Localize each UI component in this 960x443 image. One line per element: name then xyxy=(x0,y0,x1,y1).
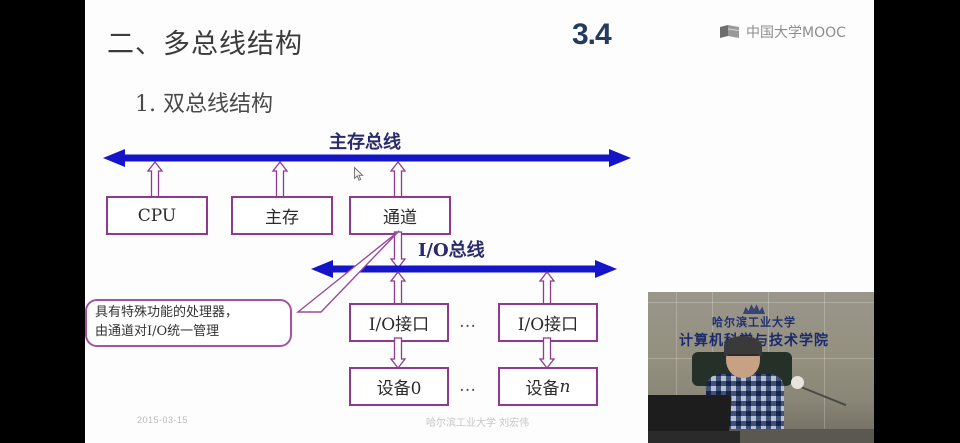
box-device-last-index: n xyxy=(559,376,571,397)
callout-line-2: 由通道对I/O统一管理 xyxy=(95,324,220,339)
callout-line-1: 具有特殊功能的处理器， xyxy=(95,305,239,321)
video-inset[interactable]: 哈尔滨工业大学 计算机科学与技术学院 xyxy=(648,292,874,443)
footer-date: 2015-03-15 xyxy=(137,415,189,425)
wall-grid-line xyxy=(824,292,825,443)
callout-leader xyxy=(203,228,403,314)
main-bus-label: 主存总线 xyxy=(329,132,401,153)
main-bus-arrow xyxy=(103,148,631,168)
box-memory-label: 主存 xyxy=(265,208,299,228)
mooc-logo-text: 中国大学MOOC xyxy=(746,25,846,41)
footer-credit: 哈尔滨工业大学 刘宏伟 xyxy=(426,418,530,429)
laptop-base xyxy=(648,431,740,443)
box-io-interface-2-label: I/O接口 xyxy=(517,315,579,335)
book-icon xyxy=(719,24,741,40)
mooc-logo: 中国大学MOOC xyxy=(719,22,846,42)
ellipsis-io-interfaces: … xyxy=(459,312,478,332)
box-device-last-prefix: 设备 xyxy=(525,379,560,399)
connector-channel-bus xyxy=(389,160,407,199)
connector-iobus-interface-2 xyxy=(538,270,556,306)
section-number: 3.4 xyxy=(572,18,612,51)
glasses-icon xyxy=(728,354,758,363)
video-banner-line-1: 哈尔滨工业大学 xyxy=(712,315,796,330)
microphone-icon xyxy=(791,376,804,389)
box-cpu: CPU xyxy=(106,196,208,235)
box-cpu-label: CPU xyxy=(137,205,177,226)
box-memory: 主存 xyxy=(231,196,333,235)
connector-interface-device-2 xyxy=(538,337,556,370)
connector-cpu-bus xyxy=(146,160,164,199)
page-title: 二、多总线结构 xyxy=(107,29,303,60)
mouse-pointer xyxy=(354,166,364,181)
slide-subtitle: 1. 双总线结构 xyxy=(135,92,273,117)
ellipsis-devices: … xyxy=(459,376,478,396)
io-bus-arrow xyxy=(311,259,617,279)
box-io-interface-2: I/O接口 xyxy=(498,303,598,342)
lecturer-hair xyxy=(724,336,762,356)
slide-canvas: 二、多总线结构 3.4 中国大学MOOC 1. 双总线结构 主存总线 xyxy=(85,0,874,443)
box-channel-label: 通道 xyxy=(383,208,417,228)
connector-memory-bus xyxy=(271,160,289,199)
university-crest xyxy=(743,304,765,314)
connector-interface-device-1 xyxy=(389,337,407,370)
io-bus-label: I/O总线 xyxy=(418,240,485,261)
box-io-interface-1-label: I/O接口 xyxy=(368,315,430,335)
wall-grid-line xyxy=(648,302,874,303)
callout-box: 具有特殊功能的处理器， 由通道对I/O统一管理 xyxy=(85,299,292,347)
wall-grid-line xyxy=(676,292,677,443)
box-device-first: 设备0 xyxy=(349,367,449,406)
box-device-first-label: 设备0 xyxy=(376,379,422,399)
